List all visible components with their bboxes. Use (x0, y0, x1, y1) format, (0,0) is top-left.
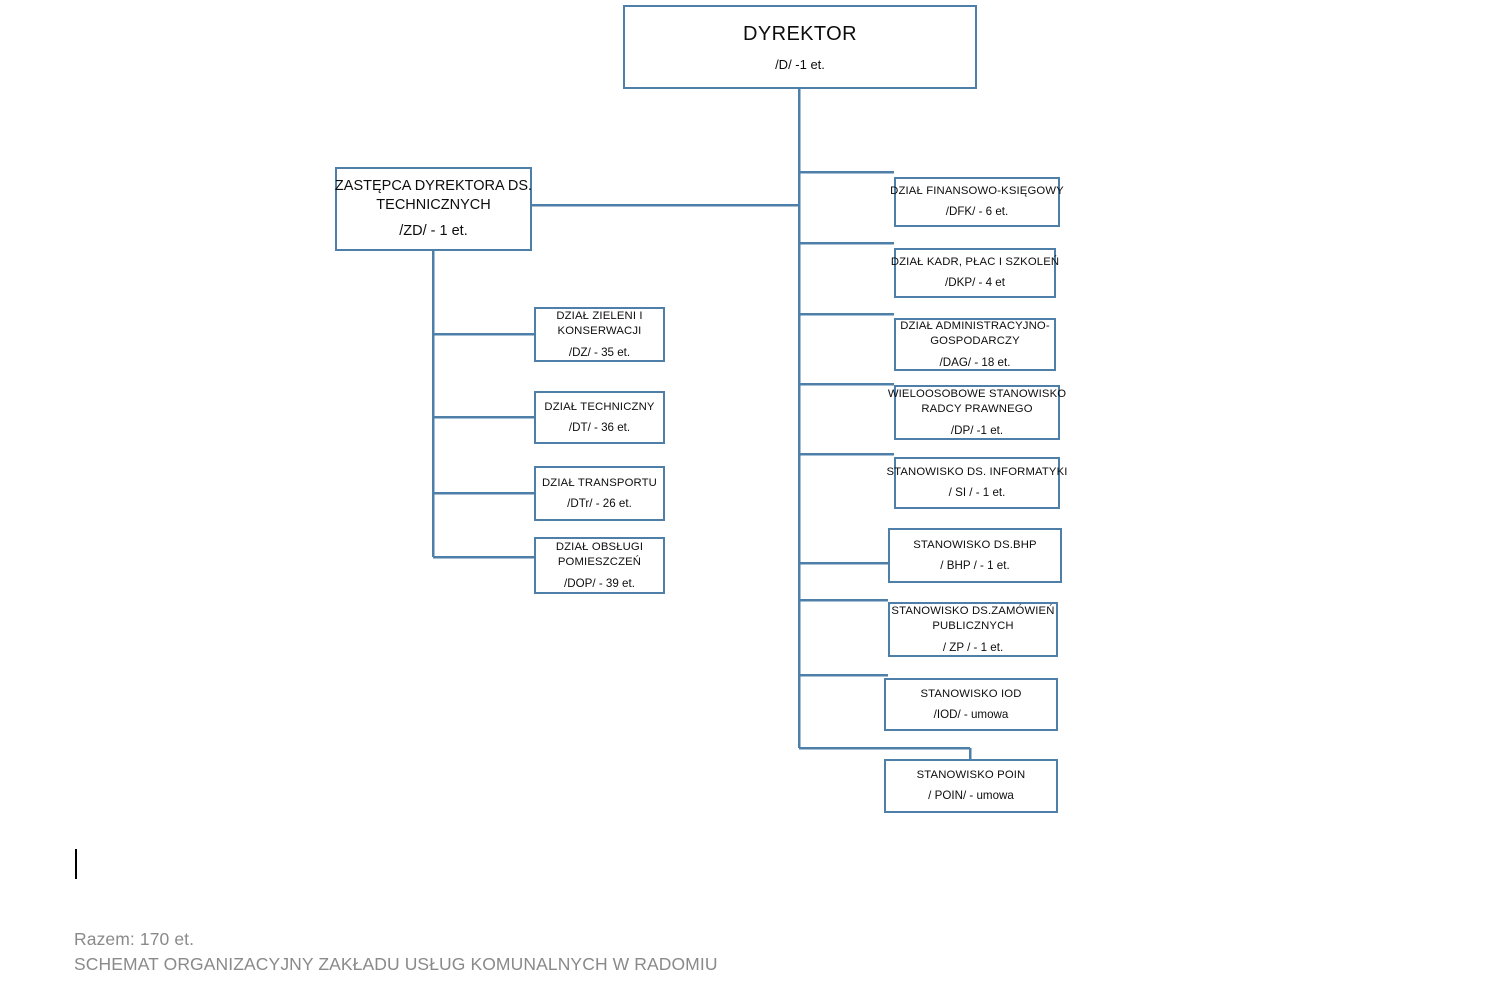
node-stanowisko-iod-title-line1: STANOWISKO IOD (920, 687, 1022, 700)
node-dzial-finansowo-ksiegowy[interactable]: DZIAŁ FINANSOWO-KSIĘGOWY /DFK/ - 6 et. (890, 177, 1064, 227)
node-stanowisko-iod[interactable]: STANOWISKO IOD /IOD/ - umowa (884, 678, 1058, 731)
node-zastepca-dyrektora[interactable]: ZASTĘPCA DYREKTORA DS. TECHNICZNYCH /ZD/… (335, 167, 532, 251)
node-dzial-techniczny[interactable]: DZIAŁ TECHNICZNY /DT/ - 36 et. (534, 391, 665, 444)
node-dzial-obslugi-pomieszczen-code: /DOP/ - 39 et. (564, 576, 635, 590)
node-stanowisko-ds-informatyki-code: / SI / - 1 et. (948, 486, 1006, 500)
node-stanowisko-ds-zamowien-publicznych[interactable]: STANOWISKO DS.ZAMÓWIEŃ PUBLICZNYCH / ZP … (888, 602, 1058, 657)
node-dzial-zieleni-i-konserwacji-code: /DZ/ - 35 et. (568, 345, 631, 359)
node-stanowisko-ds-bhp-code: / BHP / - 1 et. (940, 558, 1010, 572)
node-stanowisko-poin-title-line1: STANOWISKO POIN (916, 769, 1026, 782)
node-dzial-techniczny-code: /DT/ - 36 et. (568, 420, 631, 434)
node-dzial-techniczny-title-line1: DZIAŁ TECHNICZNY (544, 400, 655, 413)
node-dyrektor[interactable]: DYREKTOR /D/ -1 et. (623, 5, 977, 89)
node-dyrektor-title: DYREKTOR (743, 22, 857, 45)
node-dzial-kadr-plac-i-szkolen-title-line1: DZIAŁ KADR, PŁAC I SZKOLEŃ (890, 256, 1060, 269)
node-stanowisko-poin-code: / POIN/ - umowa (928, 789, 1014, 803)
node-dzial-zieleni-i-konserwacji-title-line1: DZIAŁ ZIELENI I (556, 309, 643, 322)
node-stanowisko-ds-bhp-title-line1: STANOWISKO DS.BHP (913, 538, 1037, 551)
node-dzial-obslugi-pomieszczen-title-line1: DZIAŁ OBSŁUGI (555, 540, 644, 553)
node-zastepca-dyrektora-code: /ZD/ - 1 et. (399, 222, 468, 239)
footer-total: Razem: 170 et. (74, 929, 195, 949)
node-stanowisko-ds-informatyki-title-line1: STANOWISKO DS. INFORMATYKI (886, 466, 1068, 479)
node-wieloosobowe-stanowisko-radcy-prawnego-code: /DP/ -1 et. (950, 423, 1004, 437)
node-dzial-finansowo-ksiegowy-title-line1: DZIAŁ FINANSOWO-KSIĘGOWY (890, 185, 1064, 198)
node-dyrektor-code: /D/ -1 et. (775, 57, 825, 73)
node-dzial-transportu-code: /DTr/ - 26 et. (567, 496, 632, 510)
node-dzial-kadr-plac-i-szkolen[interactable]: DZIAŁ KADR, PŁAC I SZKOLEŃ /DKP/ - 4 et (890, 248, 1060, 298)
node-wieloosobowe-stanowisko-radcy-prawnego-title-line2: RADCY PRAWNEGO (921, 402, 1033, 415)
node-dzial-administracyjno-gospodarczy-title-line2: GOSPODARCZY (930, 334, 1020, 347)
node-dzial-zieleni-i-konserwacji[interactable]: DZIAŁ ZIELENI I KONSERWACJI /DZ/ - 35 et… (534, 307, 665, 362)
node-wieloosobowe-stanowisko-radcy-prawnego-title-line1: WIELOOSOBOWE STANOWISKO (887, 387, 1067, 400)
node-zastepca-dyrektora-title-line1: ZASTĘPCA DYREKTORA DS. (334, 178, 533, 195)
node-stanowisko-ds-zamowien-publicznych-title-line2: PUBLICZNYCH (932, 619, 1014, 632)
node-stanowisko-ds-zamowien-publicznych-code: / ZP / - 1 et. (942, 640, 1004, 654)
node-zastepca-dyrektora-title-line2: TECHNICZNYCH (376, 197, 491, 214)
node-stanowisko-ds-informatyki[interactable]: STANOWISKO DS. INFORMATYKI / SI / - 1 et… (886, 457, 1067, 509)
node-dzial-transportu[interactable]: DZIAŁ TRANSPORTU /DTr/ - 26 et. (534, 466, 665, 521)
node-stanowisko-iod-code: /IOD/ - umowa (933, 707, 1009, 721)
node-stanowisko-ds-bhp[interactable]: STANOWISKO DS.BHP / BHP / - 1 et. (888, 528, 1062, 583)
node-stanowisko-ds-zamowien-publicznych-title-line1: STANOWISKO DS.ZAMÓWIEŃ (891, 604, 1055, 617)
node-dzial-finansowo-ksiegowy-code: /DFK/ - 6 et. (945, 205, 1009, 219)
node-dzial-obslugi-pomieszczen[interactable]: DZIAŁ OBSŁUGI POMIESZCZEŃ /DOP/ - 39 et. (534, 537, 665, 594)
node-dzial-administracyjno-gospodarczy[interactable]: DZIAŁ ADMINISTRACYJNO- GOSPODARCZY /DAG/… (894, 318, 1056, 371)
node-wieloosobowe-stanowisko-radcy-prawnego[interactable]: WIELOOSOBOWE STANOWISKO RADCY PRAWNEGO /… (888, 385, 1066, 440)
node-dzial-administracyjno-gospodarczy-code: /DAG/ - 18 et. (939, 355, 1011, 369)
node-dzial-administracyjno-gospodarczy-title-line1: DZIAŁ ADMINISTRACYJNO- (900, 319, 1050, 332)
text-cursor-caret (75, 849, 77, 879)
node-dzial-kadr-plac-i-szkolen-code: /DKP/ - 4 et (945, 276, 1005, 290)
footer-title: SCHEMAT ORGANIZACYJNY ZAKŁADU USŁUG KOMU… (74, 954, 718, 974)
node-dzial-zieleni-i-konserwacji-title-line2: KONSERWACJI (557, 324, 642, 337)
node-dzial-obslugi-pomieszczen-title-line2: POMIESZCZEŃ (557, 555, 642, 568)
node-stanowisko-poin[interactable]: STANOWISKO POIN / POIN/ - umowa (884, 759, 1058, 813)
node-dzial-transportu-title-line1: DZIAŁ TRANSPORTU (542, 476, 657, 489)
